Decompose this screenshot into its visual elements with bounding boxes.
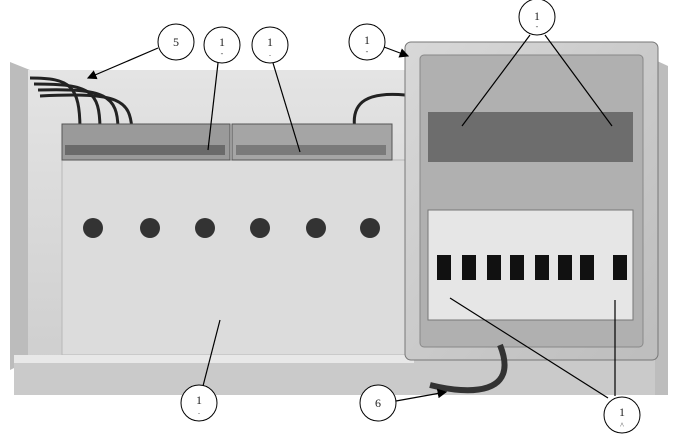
chassis [10,60,668,395]
callout-label: 1 [619,405,625,419]
callout-label: 1 [219,35,225,49]
callout-sub: - [366,47,369,56]
callout-1c: 1 - [348,23,386,61]
callout-1e: 1 . [180,384,218,422]
callout-sub: - [536,22,539,31]
callout-1b: 1 . [251,26,289,64]
callout-1f: 1 ^ [603,396,641,434]
cable-bundle [29,76,406,131]
callout-6: 6 [359,384,397,422]
mounting-holes [83,218,380,238]
callout-label: 1 [364,33,370,47]
callout-sub: . [198,407,200,416]
callout-sub: ^ [620,421,624,430]
leader-lines [86,34,616,402]
callout-sub: - [221,49,224,58]
callout-1d: 1 - [518,0,556,36]
callout-1a: 1 - [203,26,241,64]
enclosure [404,41,659,394]
callout-label: 5 [173,35,179,49]
callout-sub: . [269,49,271,58]
terminal-bars [61,123,393,161]
callout-label: 1 [534,9,540,23]
callout-label: 1 [196,393,202,407]
callout-label: 1 [267,35,273,49]
callout-5: 5 [157,23,195,61]
callout-label: 6 [375,396,381,410]
